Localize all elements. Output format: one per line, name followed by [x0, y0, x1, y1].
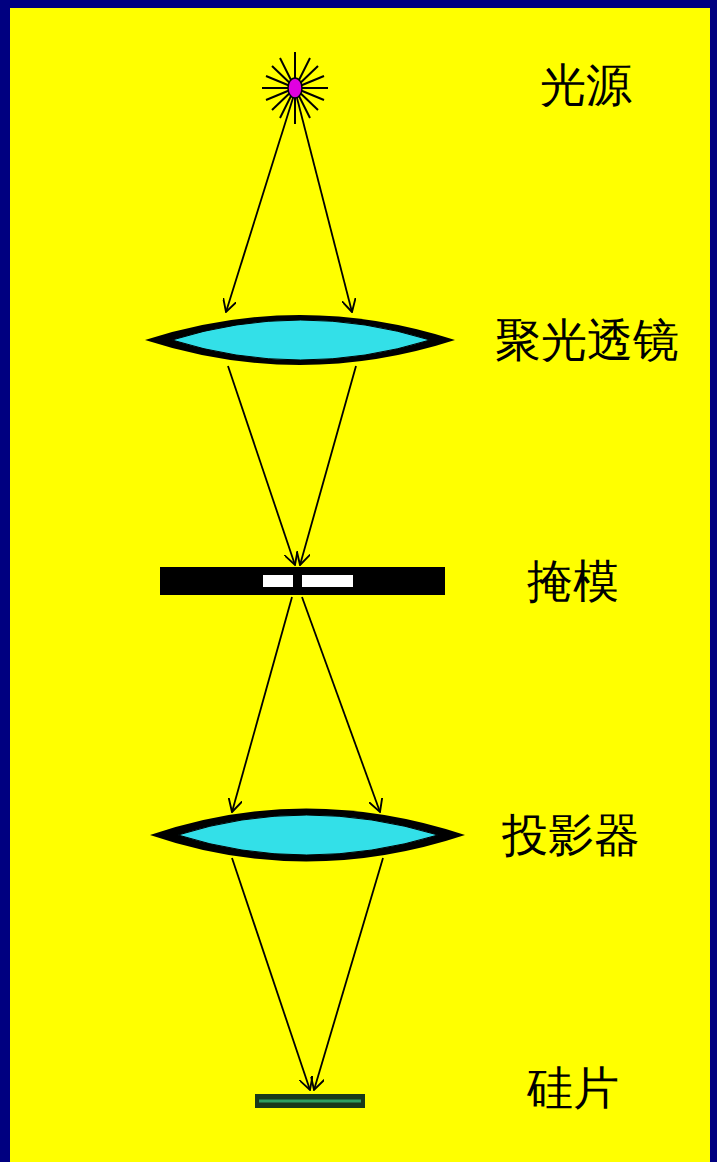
background	[10, 8, 710, 1162]
mask	[160, 567, 445, 595]
part-label: 光源	[540, 60, 632, 111]
light-rays	[226, 98, 383, 1090]
part-label: 掩模	[527, 556, 619, 607]
part-label: 硅片	[527, 1063, 619, 1114]
wafer	[255, 1094, 365, 1108]
condenser-lens	[145, 315, 455, 365]
part-label: 投影器	[502, 810, 640, 861]
light-source	[262, 52, 328, 124]
part-label: 聚光透镜	[495, 315, 679, 366]
projection-lens	[150, 809, 465, 862]
